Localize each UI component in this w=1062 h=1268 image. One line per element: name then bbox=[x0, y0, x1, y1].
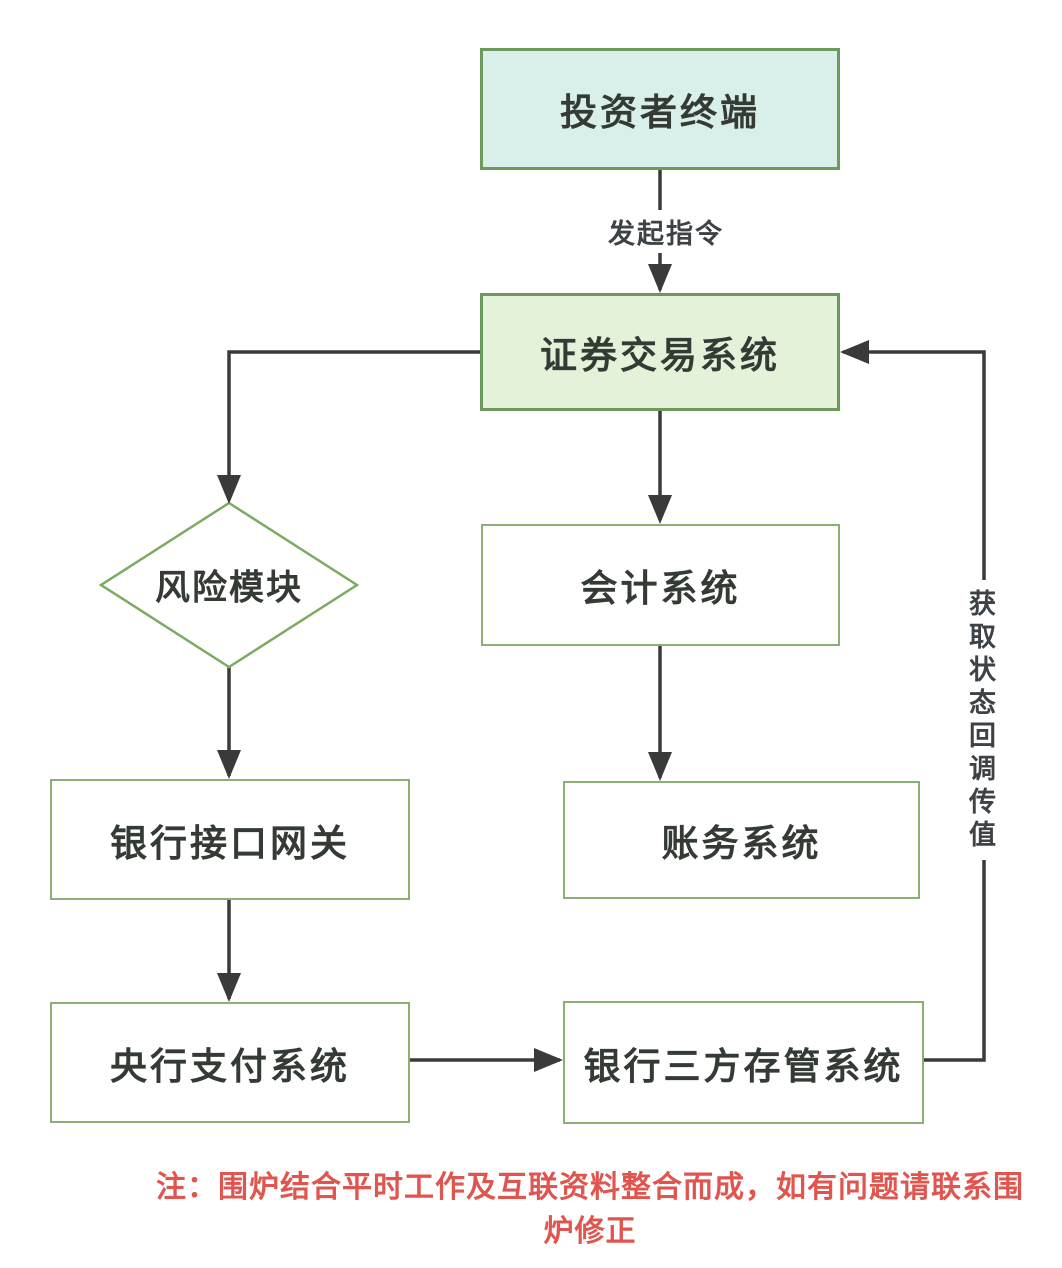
node-accounting-system-label: 会计系统 bbox=[580, 569, 741, 610]
node-bank-gateway-label: 银行接口网关 bbox=[110, 823, 350, 865]
risk-module-diamond-shape bbox=[98, 501, 360, 669]
node-bank-depository: 银行三方存管系统 bbox=[563, 1001, 924, 1124]
node-central-bank-payment-label: 央行支付系统 bbox=[110, 1046, 350, 1088]
arrowhead-into-risk-module bbox=[217, 475, 241, 504]
footnote: 注：围炉结合平时工作及互联资料整合而成，如有问题请联系围炉修正 bbox=[156, 1171, 1024, 1248]
node-billing-system-label: 账务系统 bbox=[661, 824, 822, 865]
node-bank-depository-label: 银行三方存管系统 bbox=[583, 1046, 904, 1088]
node-accounting-system: 会计系统 bbox=[481, 524, 840, 646]
arrowhead-into-central-bank-payment bbox=[217, 973, 241, 1002]
arrowhead-into-accounting-system bbox=[648, 495, 672, 524]
arrowhead-into-trading-system-right bbox=[840, 340, 869, 364]
arrowhead-into-trading-system-top bbox=[648, 264, 672, 293]
node-trading-system-label: 证券交易系统 bbox=[540, 336, 780, 377]
edge-trading-to-risk-line bbox=[227, 350, 480, 500]
node-trading-system: 证券交易系统 bbox=[480, 293, 840, 411]
arrowhead-into-bank-depository bbox=[534, 1048, 563, 1072]
arrowhead-into-billing-system bbox=[648, 752, 672, 781]
node-risk-module-label: 风险模块 bbox=[154, 568, 304, 608]
arrowhead-into-bank-gateway bbox=[217, 750, 241, 779]
node-investor-terminal-label: 投资者终端 bbox=[560, 93, 760, 134]
node-bank-gateway: 银行接口网关 bbox=[50, 779, 410, 900]
node-central-bank-payment: 央行支付系统 bbox=[50, 1002, 410, 1123]
node-billing-system: 账务系统 bbox=[563, 781, 920, 899]
node-investor-terminal: 投资者终端 bbox=[480, 48, 840, 170]
edge-label-initiate-order: 发起指令 bbox=[604, 210, 728, 253]
edge-label-status-callback: 获取状态回调传值 bbox=[955, 580, 1013, 860]
